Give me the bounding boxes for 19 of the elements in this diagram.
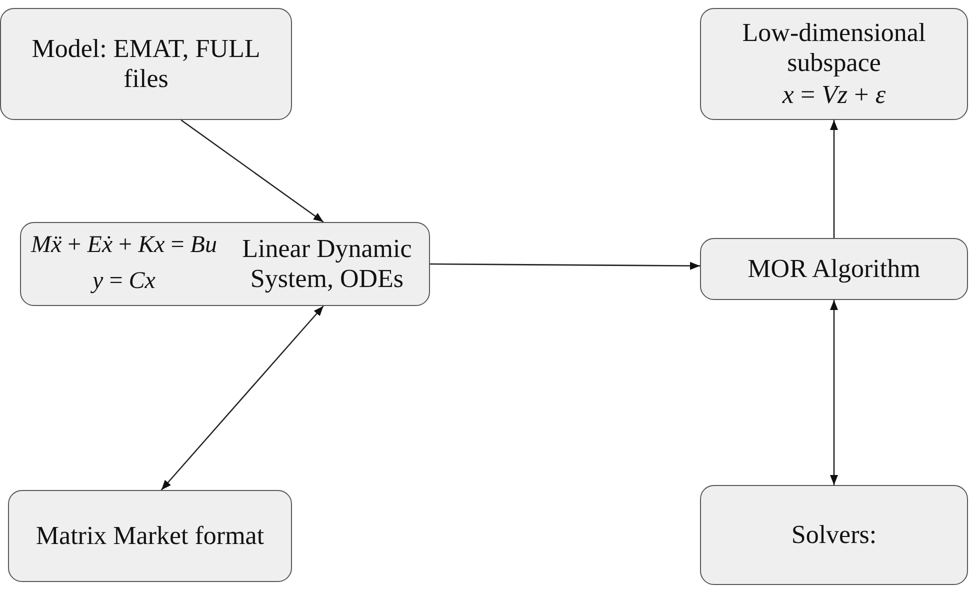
process-box [700,238,968,300]
box-label: Matrix Market format [36,521,264,551]
equation: x = Vz + ε [782,80,886,110]
process-box [700,8,968,120]
process-box [8,490,292,582]
arrow [830,300,838,485]
equation: y = Cx [92,268,156,296]
process-box [0,8,292,120]
arrow [160,306,324,490]
process-box [700,485,968,585]
arrow [430,262,700,270]
box-label: MOR Algorithm [748,254,920,284]
equation: Mẍ + Eẋ + Kx = Bu [31,232,217,260]
arrow [180,119,324,223]
box-label: Linear Dynamic System, ODEs [241,234,413,294]
box-label: Solvers: [791,520,877,550]
arrow [830,120,838,238]
box-label: Model: EMAT, FULL files [30,34,262,94]
process-box [20,222,430,306]
